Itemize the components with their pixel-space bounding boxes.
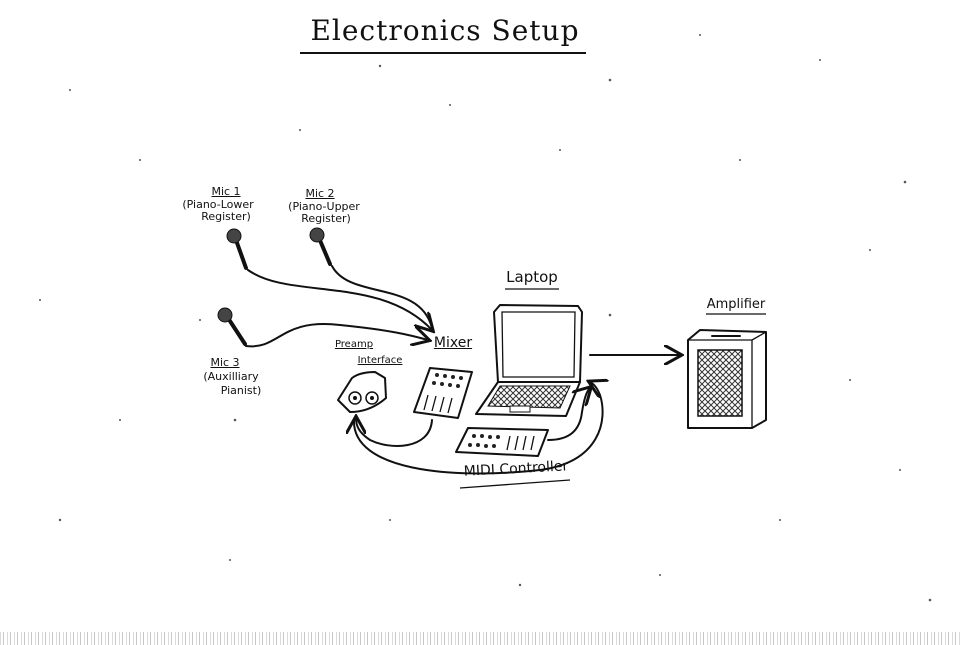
preamp-label-2: Interface	[357, 355, 403, 366]
midi-underline	[459, 479, 571, 489]
cable-mic1-mixer	[247, 269, 432, 330]
title-underline	[300, 52, 586, 54]
mixer-icon	[413, 367, 473, 419]
cable-preamp-laptop	[352, 382, 603, 475]
mic-1-desc-1: (Piano-Lower	[182, 198, 254, 211]
page-title: Electronics Setup	[310, 14, 580, 47]
mic-2-desc-1: (Piano-Upper	[288, 200, 360, 213]
preamp-label-1: Preamp	[334, 339, 374, 350]
midi-controller-icon	[455, 427, 549, 457]
mic-1-label: Mic 1	[211, 185, 241, 198]
mic-3-label: Mic 3	[210, 356, 240, 369]
mic-2-icon	[309, 227, 332, 266]
cable-mic3-mixer	[245, 323, 428, 348]
mic-1-name: Mic 1	[200, 186, 252, 198]
mic-3-name: Mic 3	[200, 357, 250, 369]
mixer-label: Mixer	[433, 335, 473, 351]
mic-2-name: Mic 2	[290, 188, 350, 200]
mic-3-desc-2: Pianist)	[220, 384, 262, 397]
scan-noise-strip	[0, 632, 960, 645]
cable-mic2-mixer	[331, 265, 433, 329]
mic-3-desc-1: (Auxilliary	[203, 370, 259, 383]
paper-speckles	[39, 34, 932, 602]
cable-mixer-preamp	[356, 418, 433, 447]
mic-3-icon	[217, 307, 247, 346]
mic-2-label: Mic 2	[305, 187, 335, 200]
mic-1-icon	[226, 228, 248, 270]
amplifier-label: Amplifier	[706, 297, 766, 312]
mic-1-desc-2: Register)	[201, 210, 251, 223]
amplifier-icon	[687, 329, 767, 429]
laptop-label: Laptop	[506, 268, 558, 286]
preamp-interface-icon	[337, 371, 387, 413]
mic-2-desc-2: Register)	[301, 212, 351, 225]
laptop-icon	[475, 304, 583, 417]
